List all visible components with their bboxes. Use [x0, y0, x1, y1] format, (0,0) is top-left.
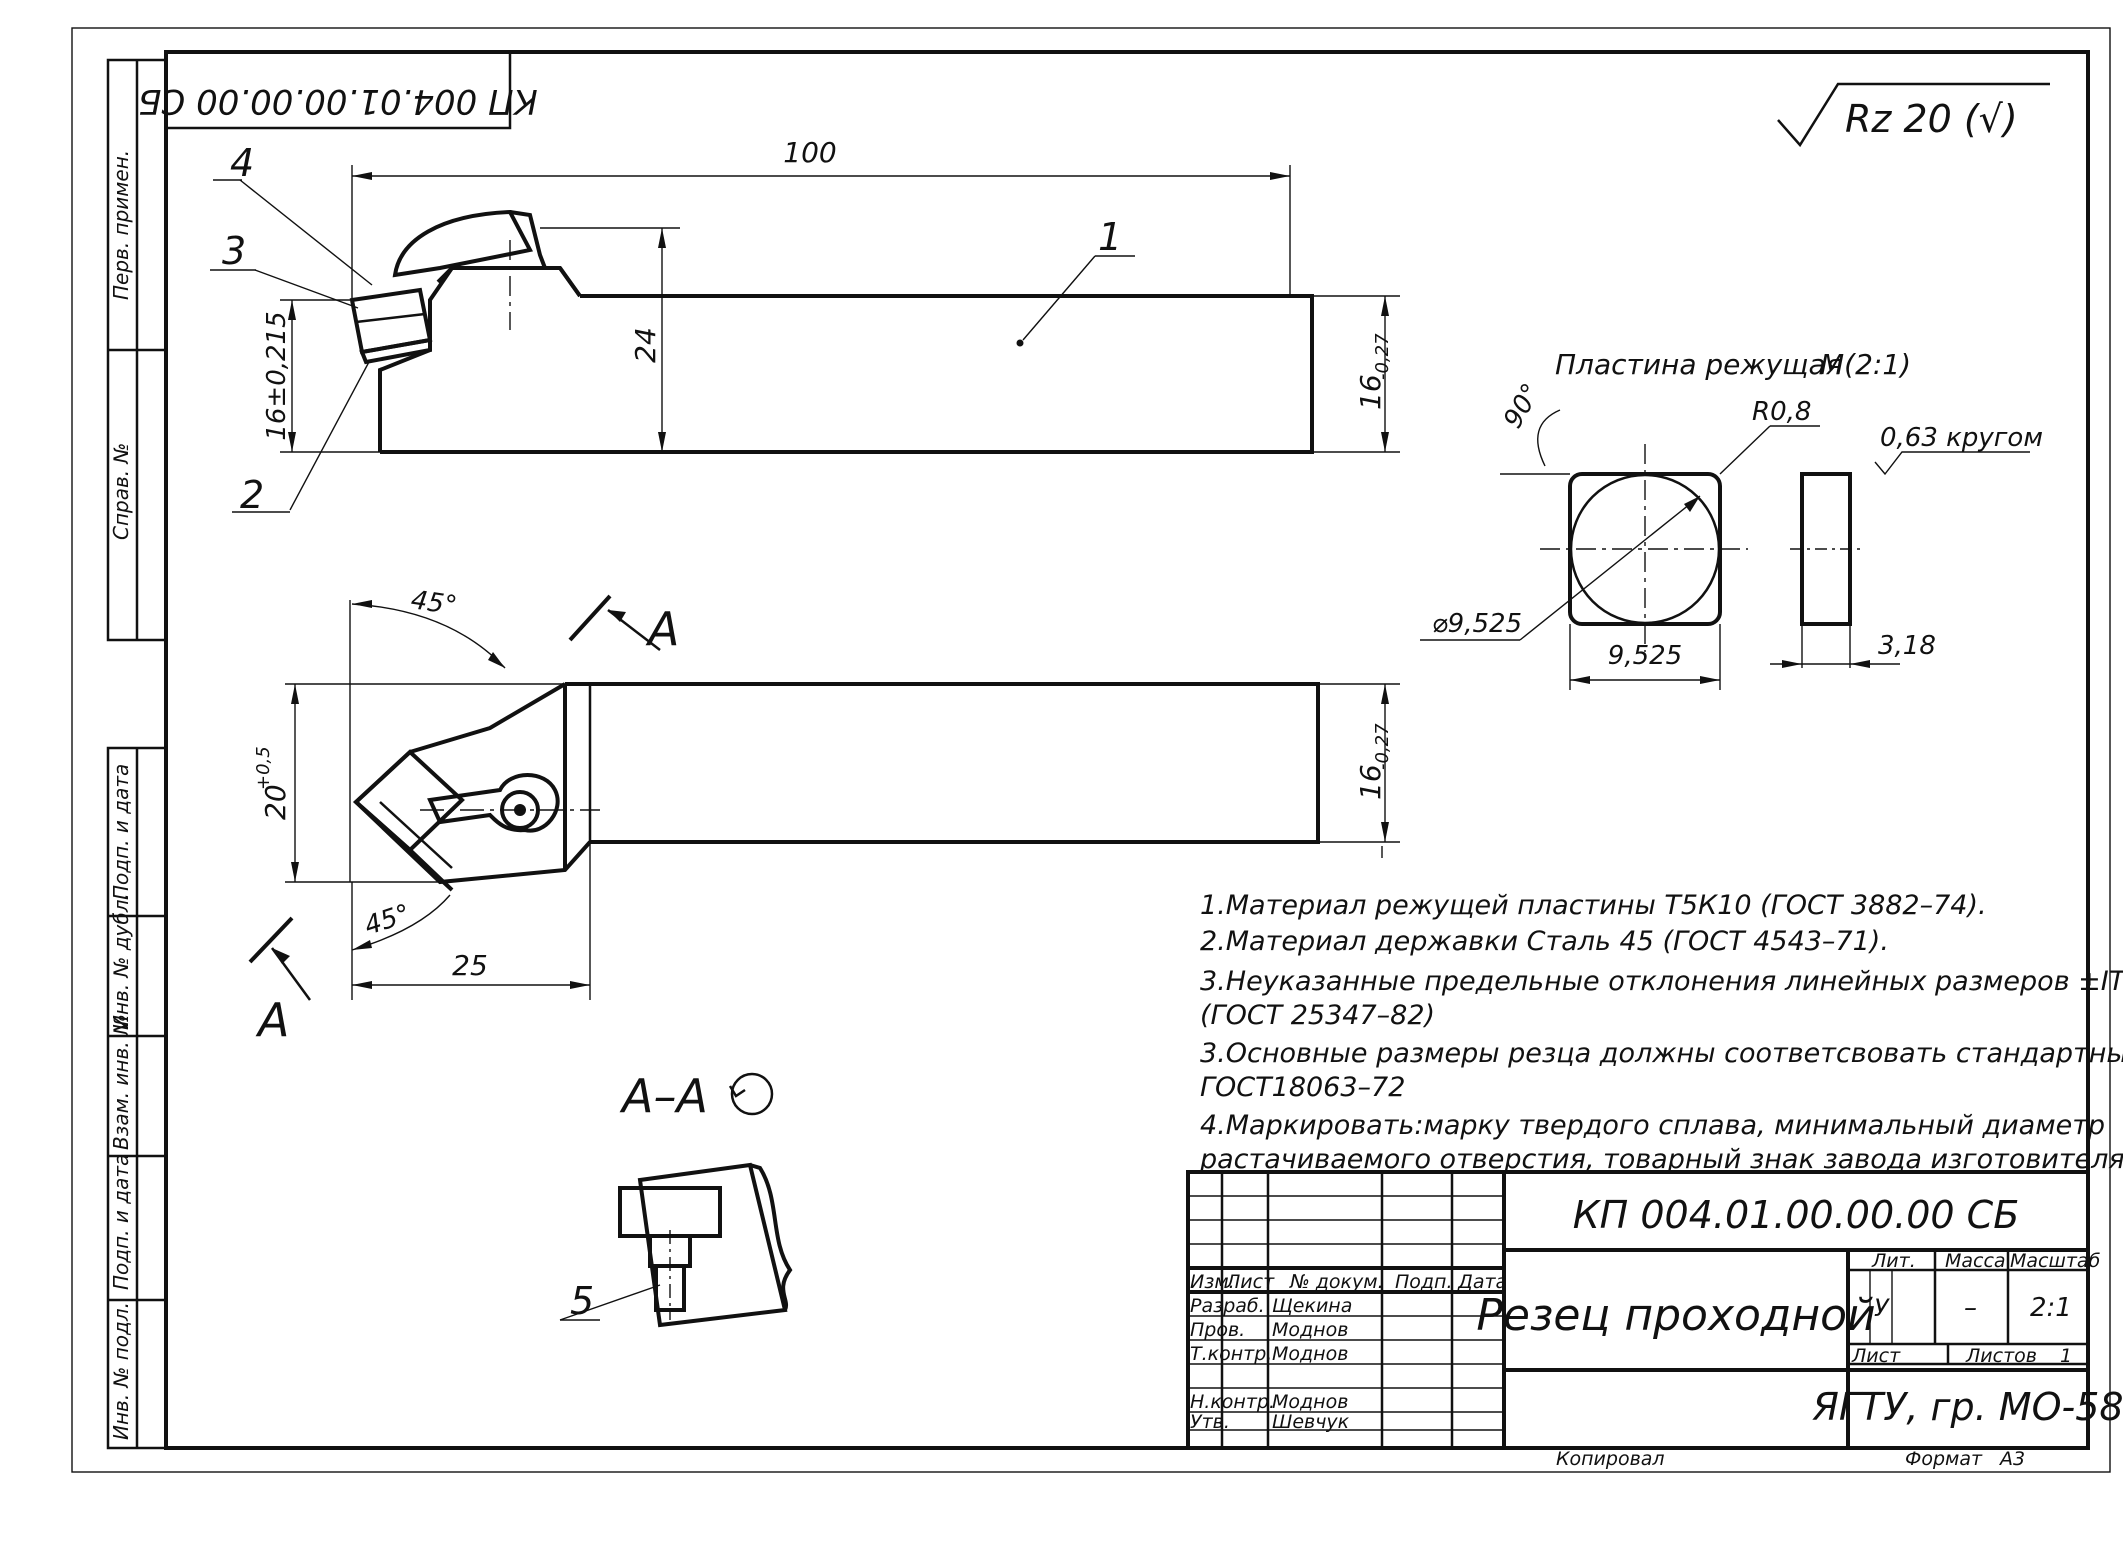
- note-4b: ГОСТ18063–72: [1200, 1072, 1405, 1103]
- strip-label-sprav: Справ. №: [109, 443, 133, 540]
- title-block: Изм. Лист № докум. Подп. Дата Разраб. Ще…: [1186, 1170, 2123, 1450]
- insert-radius: R0,8: [1752, 397, 1811, 427]
- dim-height-24: 24: [629, 327, 662, 363]
- section-letter-bottom: A: [255, 993, 289, 1047]
- dim-height-16-215: 16±0,215: [262, 311, 292, 440]
- section-letter-top: A: [645, 602, 679, 656]
- dim-width-20-tol: +0,5: [253, 746, 274, 790]
- doc-code-mirrored: КП 004.01.00.00.00 СБ: [138, 81, 538, 121]
- dim-shank-16b-tol: -0,27: [1372, 723, 1393, 770]
- position-1: 1: [1098, 215, 1122, 259]
- tb-role-tkontr: Т.контр.: [1190, 1343, 1272, 1365]
- roughness-sign: Rz 20 (√): [1777, 82, 2050, 148]
- tb-lit-label: Лит.: [1871, 1250, 1916, 1272]
- note-3a: 3.Неуказанные предельные отклонения лине…: [1200, 966, 2123, 997]
- tb-hdr-sign: Подп.: [1395, 1271, 1453, 1293]
- insert-angle: 90°: [1498, 379, 1547, 434]
- dim-length-100: 100: [783, 136, 836, 169]
- tb-sheet-label: Лист: [1851, 1345, 1901, 1367]
- tb-name: Резец проходной: [1476, 1290, 1875, 1341]
- top-view: 4 3 2 1 100 24 16±0,215 16 -0,27: [210, 136, 1400, 517]
- tb-name-razrab: Щекина: [1272, 1295, 1352, 1317]
- tb-sheets-value: 1: [2060, 1345, 2072, 1367]
- position-4: 4: [230, 141, 254, 185]
- technical-notes: 1.Материал режущей пластины Т5К10 (ГОСТ …: [1199, 890, 2123, 1175]
- tb-name-tkontr: Моднов: [1272, 1343, 1348, 1365]
- strip-label-inv-podl: Инв. № подл.: [109, 1302, 133, 1440]
- plan-view: 45° 20 +0,5 45° 25 16 -0,27: [248, 585, 1400, 1047]
- note-4a: 3.Основные размеры резца должны соответс…: [1200, 1038, 2123, 1069]
- note-5a: 4.Маркировать:марку твердого сплава, мин…: [1200, 1110, 2105, 1141]
- section-title: А–А: [619, 1069, 708, 1123]
- insert-roughness: 0,63 кругом: [1880, 423, 2043, 453]
- insert-thickness: 3,18: [1878, 631, 1936, 661]
- position-3: 3: [222, 229, 246, 273]
- tb-scale-value: 2:1: [2030, 1293, 2072, 1323]
- side-strip: Перв. примен. Справ. № Подп. и дата Инв.…: [106, 58, 168, 1450]
- tb-role-utv: Утв.: [1190, 1411, 1230, 1433]
- doc-code-mirrored-box: КП 004.01.00.00.00 СБ: [138, 52, 538, 130]
- dim-shank-16b: 16: [1354, 764, 1387, 800]
- tb-hdr-list: Лист: [1225, 1271, 1275, 1293]
- tb-role-nkontr: Н.контр.: [1190, 1391, 1275, 1413]
- strip-label-podp2: Подп. и дата: [109, 1154, 133, 1290]
- roughness-text: Rz 20 (√): [1845, 97, 2018, 141]
- tb-mass-value: –: [1964, 1293, 1977, 1323]
- tb-doc-code: КП 004.01.00.00.00 СБ: [1573, 1193, 2020, 1237]
- footer-copied: Копировал: [1556, 1448, 1665, 1470]
- section-aa: А–А 5: [559, 1069, 793, 1328]
- insert-scale: М(2:1): [1820, 348, 1911, 381]
- tb-org: ЯГТУ, гр. МО-58: [1811, 1385, 2123, 1429]
- position-5: 5: [570, 1279, 594, 1323]
- note-1: 1.Материал режущей пластины Т5К10 (ГОСТ …: [1200, 890, 1987, 921]
- tb-sheets-label: Листов: [1965, 1345, 2037, 1367]
- insert-side: 9,525: [1608, 641, 1682, 671]
- footer-format-label: Формат: [1905, 1448, 1983, 1470]
- tb-hdr-izm: Изм.: [1190, 1271, 1235, 1293]
- tb-hdr-doc: № докум.: [1289, 1271, 1384, 1293]
- tb-scale-label: Масштаб: [2010, 1250, 2101, 1272]
- position-2: 2: [240, 473, 264, 517]
- strip-label-inv-dubl: Инв. № дубл.: [109, 893, 133, 1030]
- insert-diameter: ⌀9,525: [1432, 609, 1522, 639]
- tb-name-utv: Шевчук: [1272, 1411, 1350, 1433]
- note-2: 2.Материал державки Сталь 45 (ГОСТ 4543–…: [1200, 926, 1889, 957]
- dim-angle-45-bottom: 45°: [361, 899, 414, 942]
- insert-title: Пластина режущая: [1555, 348, 1843, 381]
- note-3b: (ГОСТ 25347–82): [1200, 1000, 1435, 1031]
- tb-hdr-date: Дата: [1457, 1271, 1507, 1293]
- dim-offset-25: 25: [452, 949, 488, 982]
- dim-width-20: 20: [259, 784, 292, 820]
- main-frame: [164, 50, 2090, 1450]
- tb-role-prov: Пров.: [1190, 1319, 1245, 1341]
- tb-lit-value: У: [1874, 1294, 1890, 1322]
- tb-name-prov: Моднов: [1272, 1319, 1348, 1341]
- dim-shank-16-tol: -0,27: [1372, 333, 1393, 380]
- tb-mass-label: Масса: [1945, 1250, 2006, 1272]
- strip-label-podp1: Подп. и дата: [109, 764, 133, 900]
- dim-angle-45-top: 45°: [409, 585, 459, 621]
- strip-label-perv: Перв. примен.: [109, 150, 133, 300]
- footer-format-value: А3: [1998, 1448, 2025, 1470]
- outer-trim-frame: [71, 27, 2111, 1473]
- tb-role-razrab: Разраб.: [1190, 1295, 1265, 1317]
- insert-detail: Пластина режущая М(2:1) ⌀9,525 R0,8 90° …: [1420, 348, 2043, 690]
- note-5b: растачиваемого отверстия, товарный знак …: [1199, 1144, 2123, 1175]
- dim-shank-16: 16: [1354, 374, 1387, 410]
- strip-label-vzam: Взам. инв. №: [109, 1014, 133, 1150]
- tb-name-nkontr: Моднов: [1272, 1391, 1348, 1413]
